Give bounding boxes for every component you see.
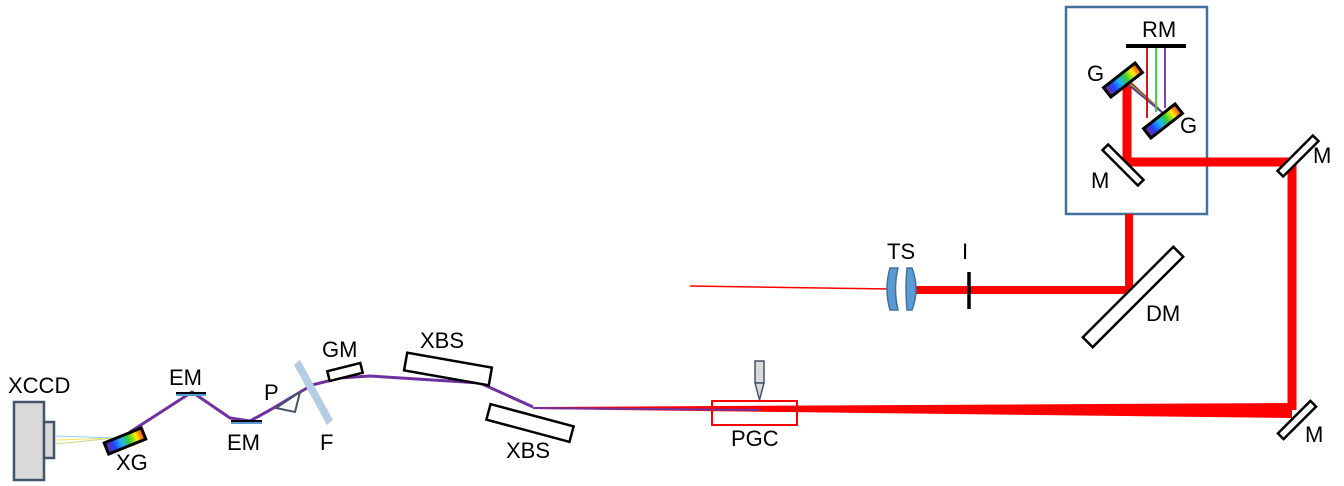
pgc-label: PGC [731, 426, 779, 451]
dm-label: DM [1146, 301, 1180, 326]
compressor-rays [1129, 47, 1166, 118]
g-grating-right [1141, 101, 1185, 141]
rm-label: RM [1142, 17, 1176, 42]
pgc-cell [711, 400, 798, 426]
xbs-bottom [484, 402, 576, 444]
telescope-lenses [886, 267, 917, 311]
em-label-bottom: EM [227, 430, 260, 455]
filter [294, 360, 333, 425]
em-label-top: EM [169, 365, 202, 390]
xbs-label-bottom: XBS [506, 438, 550, 463]
f-label: F [320, 430, 333, 455]
compressor-box [1064, 5, 1209, 216]
m-mirror-box [1100, 142, 1146, 188]
xray-fan [55, 435, 116, 445]
xccd-label: XCCD [8, 373, 70, 398]
i-label: I [962, 239, 968, 264]
m-mirror-right-top [1275, 133, 1321, 179]
xbs-top [402, 351, 494, 387]
prism [273, 389, 302, 414]
xbs-label-top: XBS [420, 328, 464, 353]
gm-mirror [325, 361, 365, 383]
xg-label: XG [116, 450, 148, 475]
g-grating-left [1101, 60, 1145, 100]
gas-nozzle [754, 360, 765, 403]
ts-label: TS [887, 239, 915, 264]
laser-beam [532, 84, 1297, 418]
g-label-left: G [1087, 61, 1104, 86]
gm-label: GM [322, 337, 357, 362]
xccd-detector [12, 400, 56, 482]
m-label-right-bottom: M [1305, 422, 1323, 447]
dm-mirror [1081, 245, 1185, 349]
xg-grating [102, 425, 148, 457]
p-label: P [264, 380, 279, 405]
m-label-box: M [1091, 168, 1109, 193]
m-label-right-top: M [1313, 143, 1331, 168]
g-label-right: G [1180, 113, 1197, 138]
m-mirror-right-bottom [1276, 399, 1318, 441]
